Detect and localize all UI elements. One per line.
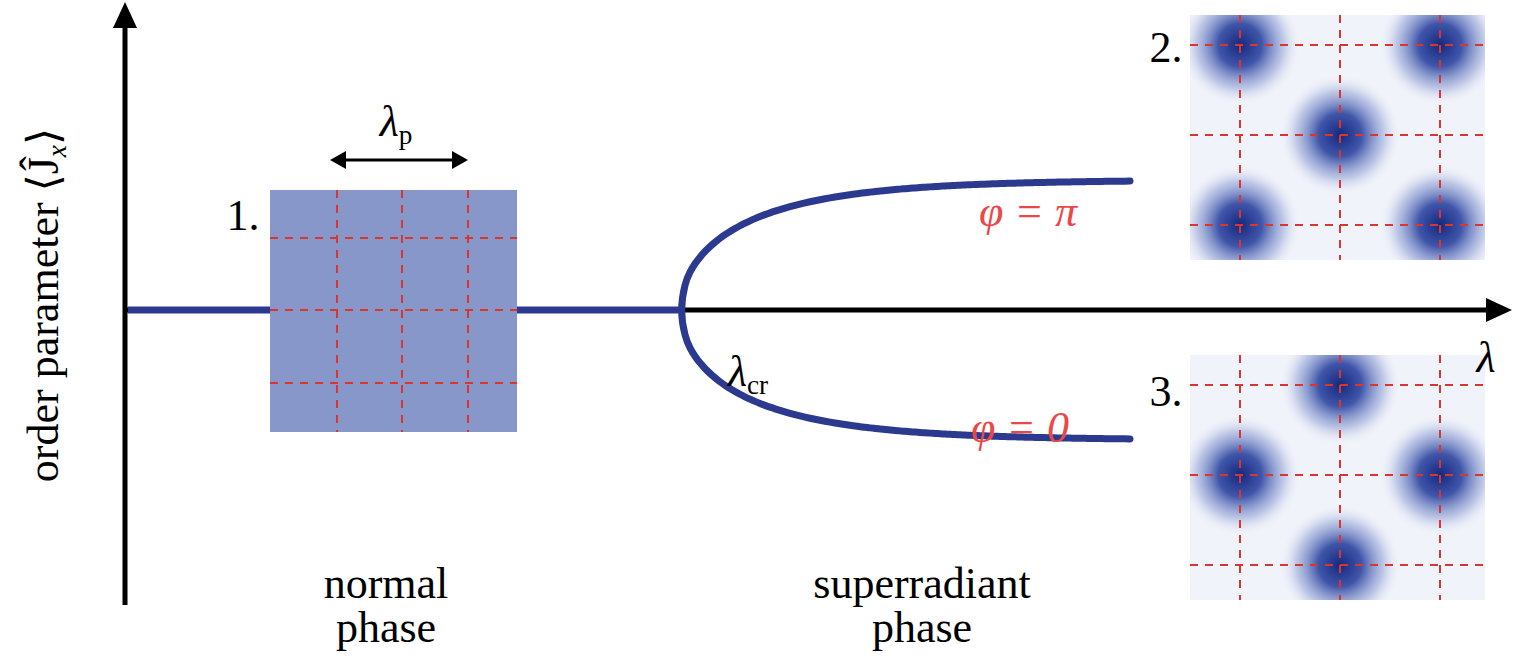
- density-pattern-inset: [1178, 0, 1502, 287]
- lattice-grid: [1190, 355, 1485, 600]
- grid-line: [270, 237, 517, 239]
- density-peak: [1378, 163, 1485, 260]
- lattice-grid: [1190, 15, 1485, 260]
- grid-line: [1190, 384, 1485, 386]
- callout-number: 1.: [227, 194, 260, 238]
- axis-symbol: λ: [1476, 333, 1495, 382]
- grid-line: [1239, 15, 1241, 260]
- grid-line: [1190, 224, 1485, 226]
- arrowhead: [452, 151, 468, 169]
- symbol-subscript: p: [399, 120, 413, 150]
- arrow-shaft: [342, 159, 456, 162]
- grid-line: [1239, 355, 1241, 600]
- grid-line: [1439, 355, 1441, 600]
- axis-subscript: x: [42, 145, 72, 157]
- phase-value: φ = π: [979, 190, 1077, 234]
- axis-arrowhead: [1486, 298, 1512, 322]
- symbol: λ: [728, 347, 747, 396]
- density-blobs: [1190, 355, 1485, 600]
- phase-label: normal phase: [291, 562, 481, 650]
- grid-line: [1339, 355, 1341, 600]
- bifurcation-curve: [682, 181, 1130, 439]
- phase-label: superradiant phase: [777, 562, 1067, 650]
- lattice-grid: [270, 190, 517, 432]
- density-pattern-inset: [1178, 323, 1502, 627]
- grid-line: [1439, 15, 1441, 260]
- density-peak: [1190, 163, 1302, 260]
- critical-point-label: λcr: [728, 350, 768, 394]
- axis-arrowhead: [113, 2, 137, 28]
- grid-line: [270, 309, 517, 311]
- grid-line: [1190, 134, 1485, 136]
- grid-line: [1339, 15, 1341, 260]
- inset-panel: [270, 190, 517, 432]
- grid-line: [270, 382, 517, 384]
- callout-number: 3.: [1150, 370, 1183, 414]
- symbol: λ: [380, 97, 399, 146]
- grid-line: [1190, 564, 1485, 566]
- axis-title: order parameter ⟨Ĵx⟩: [22, 128, 66, 482]
- grid-line: [1190, 44, 1485, 46]
- arrowhead: [330, 151, 346, 169]
- y-axis: [123, 22, 128, 605]
- wavelength-arrow: [330, 151, 468, 169]
- uniform-density-inset: [270, 190, 517, 432]
- grid-line: [401, 190, 403, 432]
- symbol-subscript: cr: [747, 370, 768, 400]
- axis-title-text: ⟩: [19, 128, 68, 145]
- density-peak: [1378, 15, 1485, 107]
- phase-value: φ = 0: [971, 406, 1069, 450]
- axis-title-text: order parameter ⟨Ĵ: [19, 157, 68, 482]
- wavelength-label: λp: [380, 100, 413, 144]
- callout-number: 2.: [1150, 26, 1183, 70]
- density-blobs: [1190, 15, 1485, 260]
- axis-title: λ: [1476, 336, 1495, 380]
- grid-line: [1190, 474, 1485, 476]
- density-peak: [1190, 15, 1302, 107]
